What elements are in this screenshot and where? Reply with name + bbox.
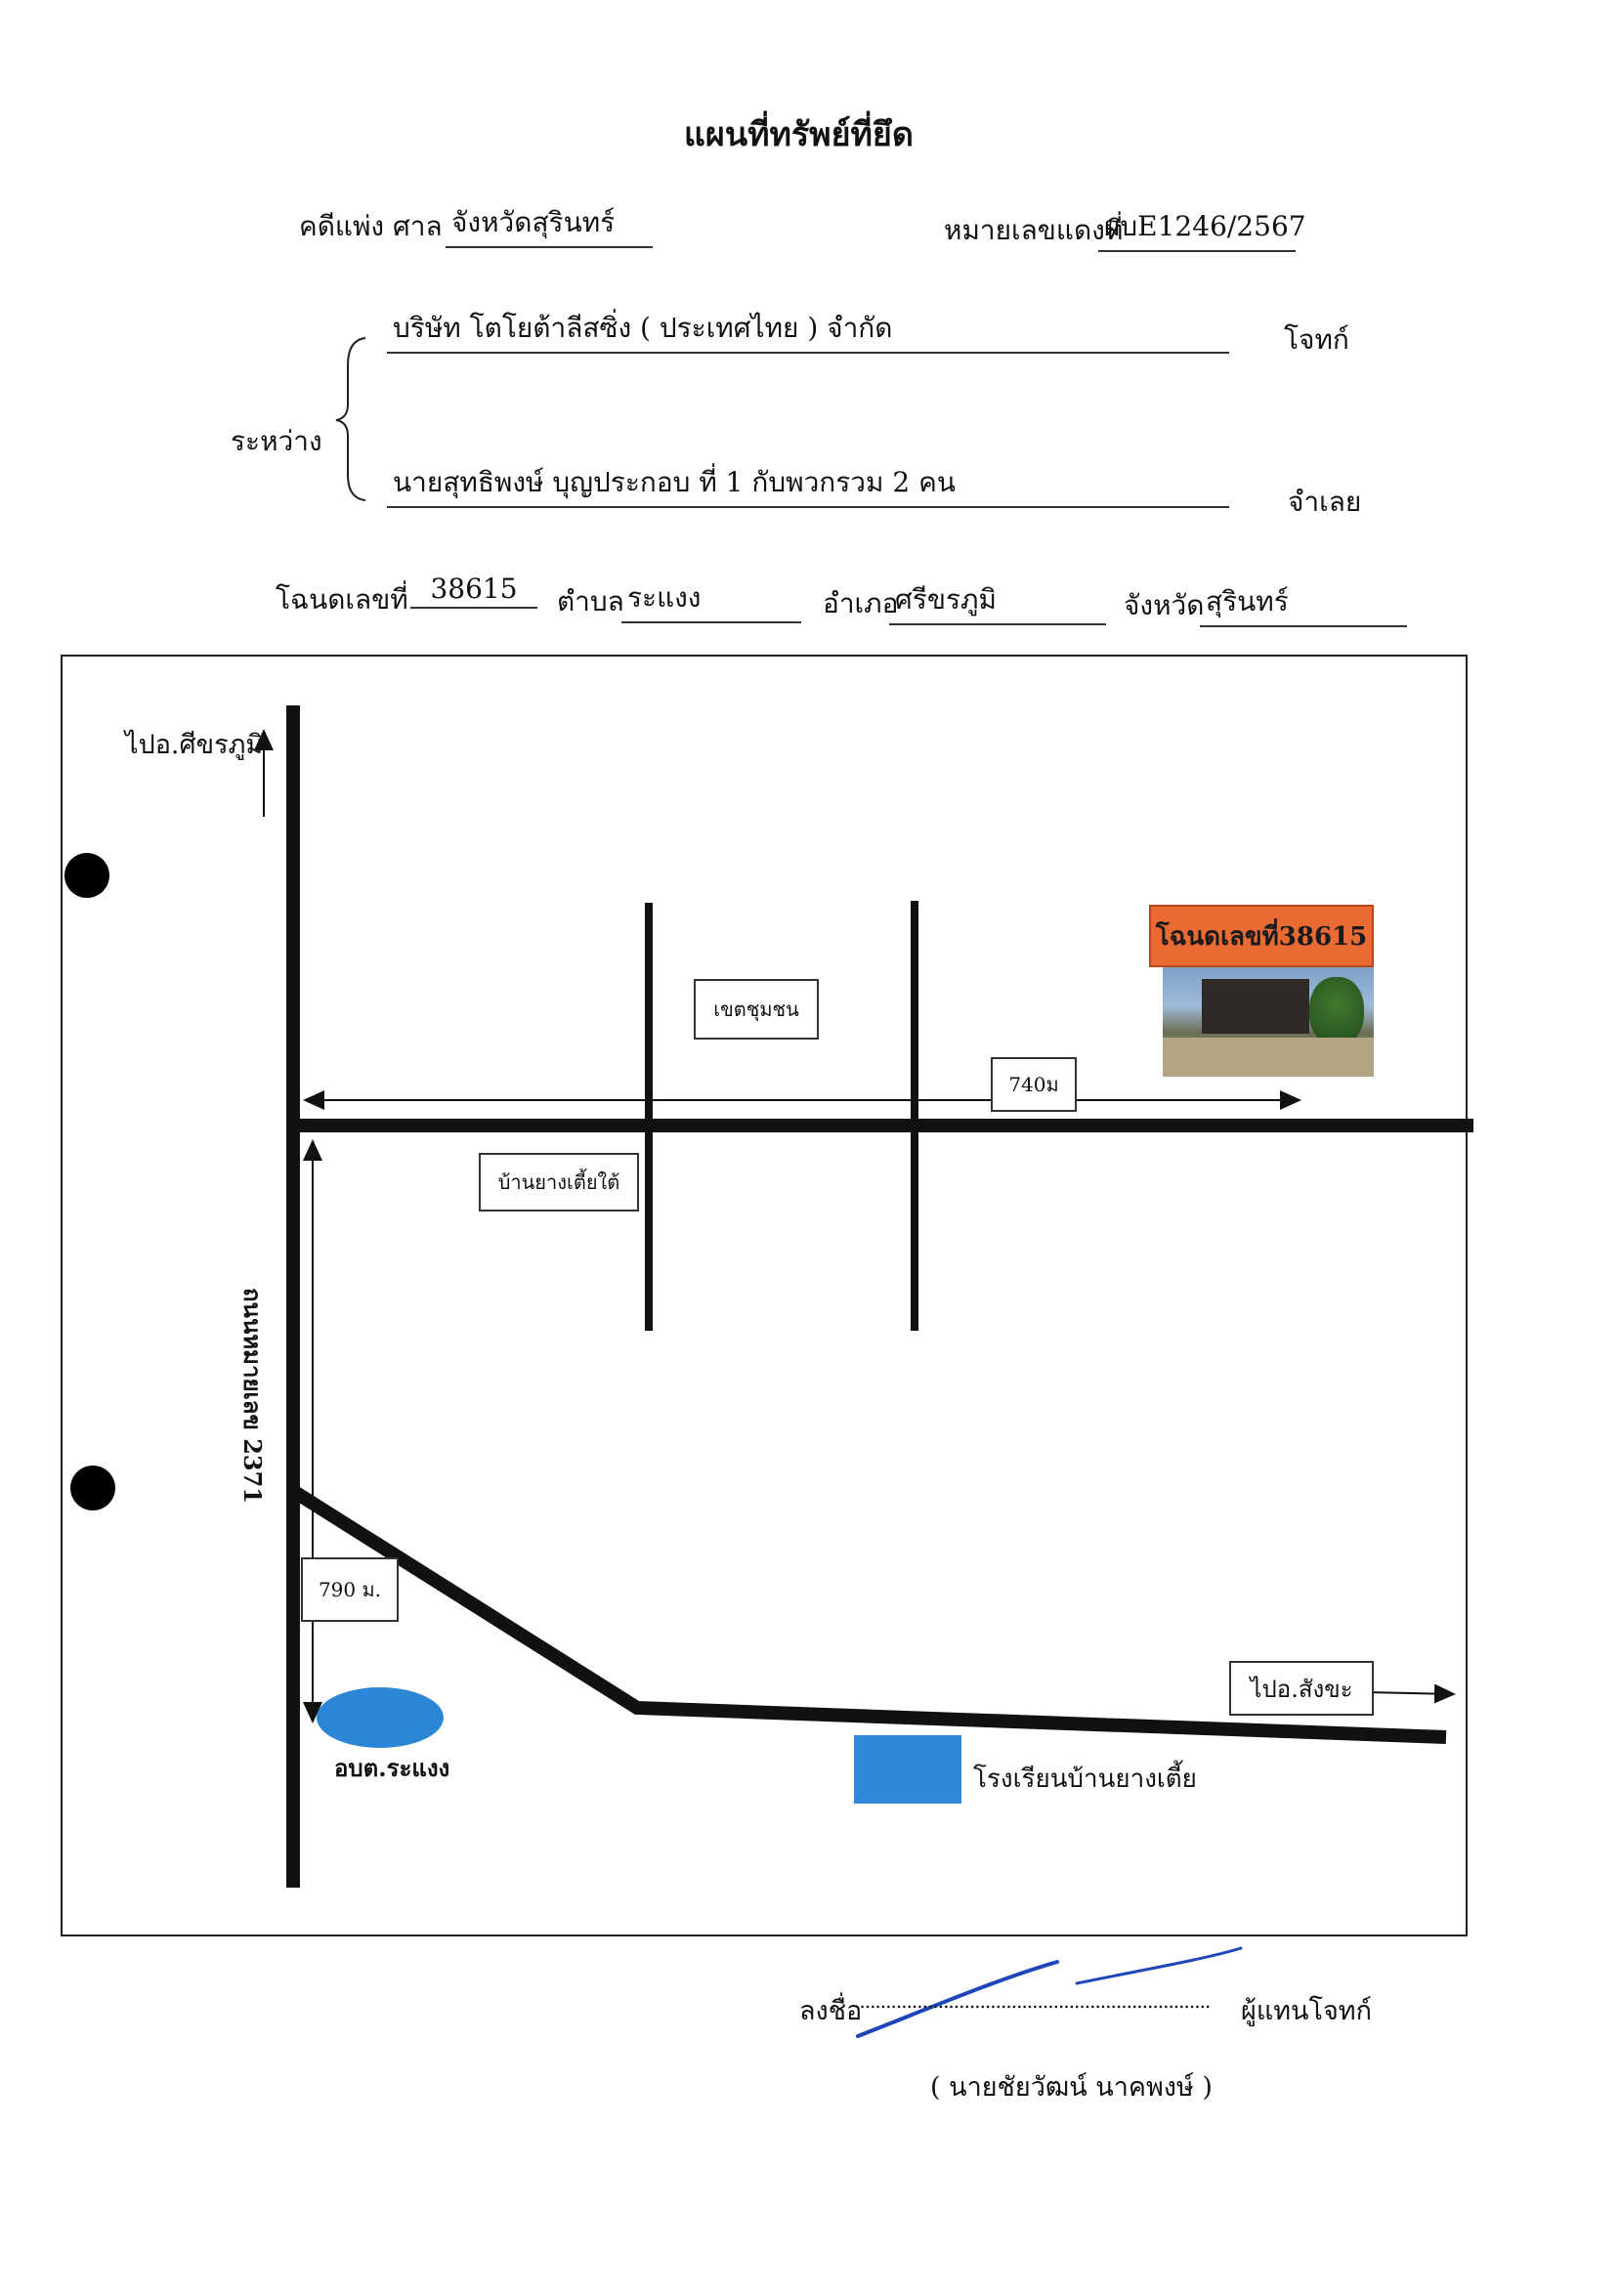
school-label: โรงเรียนบ้านยางเตี้ย [973,1765,1197,1794]
handwritten-signature [856,1946,1243,2038]
to-sangkha-label: ไปอ.สังขะ [1229,1661,1374,1716]
village-south-label: บ้านยางเตี้ยใต้ [479,1153,639,1212]
punch-hole [64,853,109,898]
province-label: จังหวัด [1124,589,1205,621]
distance-790-label: 790 ม. [301,1557,399,1622]
defendant-role: จำเลย [1288,486,1362,518]
sangkha-road [289,1485,1447,1744]
sao-office-label: อบต.ระแงง [334,1754,450,1782]
signer-role: ผู้แทนโจทก์ [1241,1996,1372,2026]
punch-hole [70,1466,115,1510]
highway-2371-label: ถนนหมายเลข 2371 [238,1288,267,1504]
signer-name: ( นายชัยวัฒน์ นาคพงษ์ ) [930,2072,1213,2103]
province-value: สุรินทร์ [1200,580,1407,627]
document-title: แผนที่ทรัพย์ที่ยึด [684,115,914,154]
sign-label: ลงชื่อ [799,1996,863,2026]
school-marker [854,1735,961,1804]
deed-label: โฉนดเลขที่ [276,583,408,616]
sangkha-arrow [1365,1683,1456,1704]
to-srikhoraphum-label: ไปอ.ศีขรภูมิ [125,730,264,760]
between-label: ระหว่าง [231,425,322,457]
defendant-value: นายสุทธิพงษ์ บุญประกอบ ที่ 1 กับพวกรวม 2… [387,461,1229,508]
map-frame [61,655,1468,1936]
plaintiff-role: โจทก์ [1284,323,1349,356]
subdistrict-value: ระแงง [621,576,801,623]
sao-office-marker [317,1687,444,1748]
district-label: อำเภอ [823,587,899,619]
distance-740-label: 740ม [991,1057,1077,1112]
deed-value: 38615 [410,573,537,609]
subdistrict-label: ตำบล [557,585,624,617]
court-label: คดีแพ่ง ศาล [299,210,443,242]
district-value: ศรีขรภูมิ [889,578,1106,625]
property-deed-tag: โฉนดเลขที่38615 [1149,905,1374,967]
plaintiff-value: บริษัท โตโยต้าลีสซิ่ง ( ประเทศไทย ) จำกั… [387,307,1229,354]
property-photo [1163,967,1374,1077]
red-number-label: หมายเลขแดงที่ [944,214,1124,246]
signature-dotted-line: ........................................… [854,1989,1211,2013]
community-zone-label: เขตชุมชน [694,979,819,1040]
court-value: จังหวัดสุรินทร์ [446,201,653,248]
red-number-value: ผบE1246/2567 [1098,205,1306,252]
between-brace [335,337,366,501]
